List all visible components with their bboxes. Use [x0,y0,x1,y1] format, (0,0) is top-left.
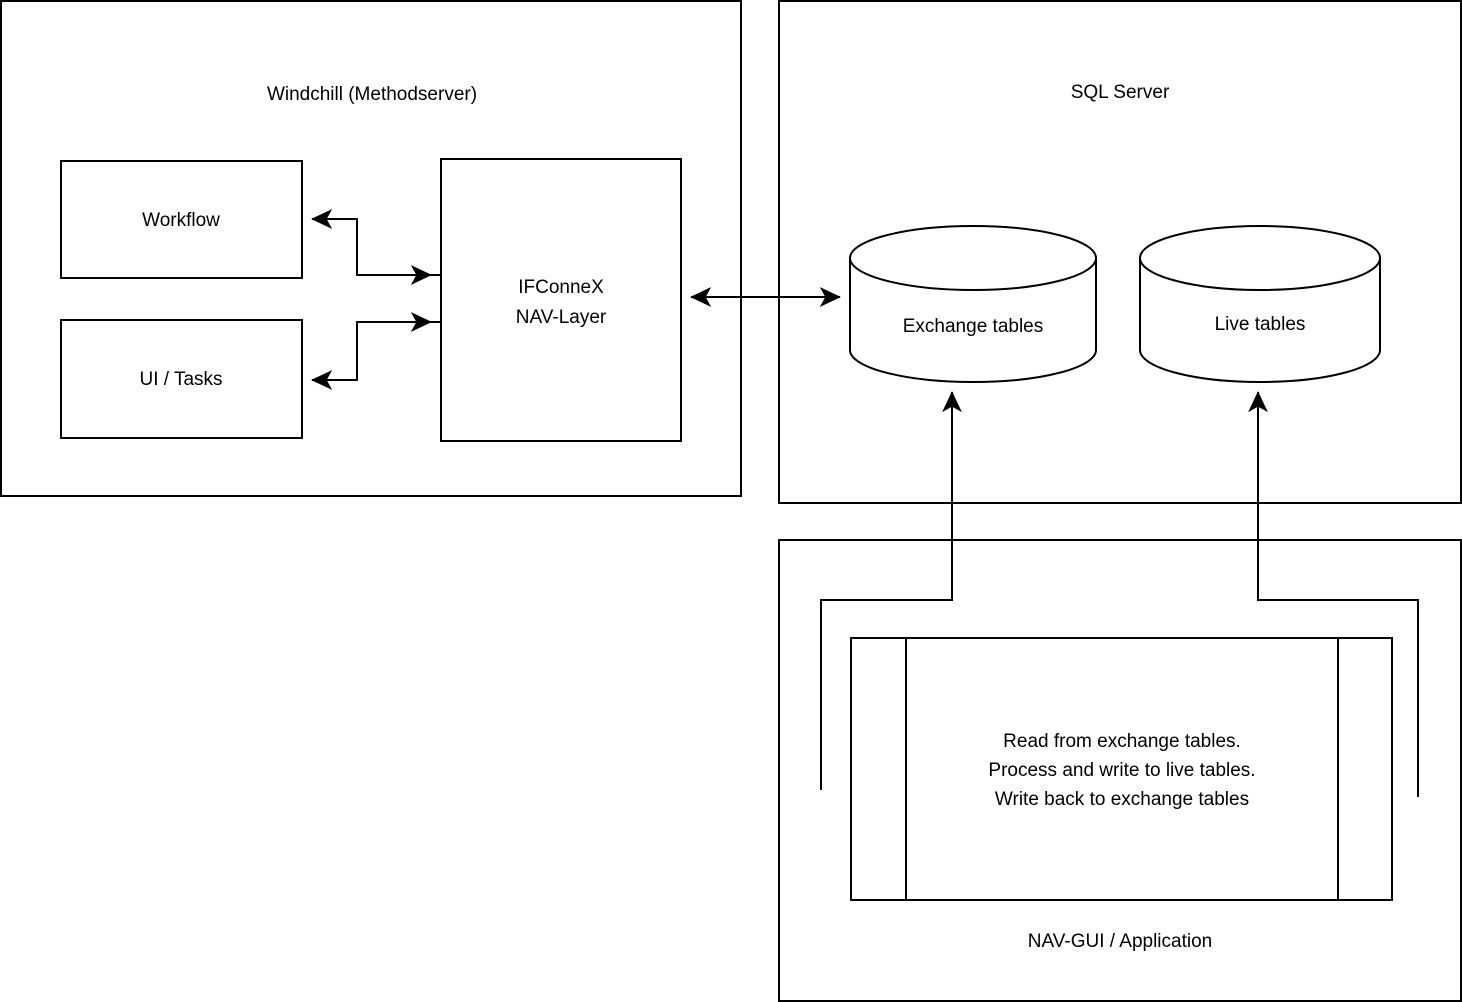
node-live-tables[interactable]: Live tables [1139,225,1381,383]
connector-ifconnex-to-ui-tasks [311,321,441,390]
node-ifconnex[interactable]: IFConneX NAV-Layer [440,158,682,442]
node-process-label-line2: Process and write to live tables. [988,760,1255,781]
panel-sql-server-title: SQL Server [1071,82,1170,103]
node-process-label-line3: Write back to exchange tables [995,789,1249,810]
node-workflow[interactable]: Workflow [60,160,303,279]
node-exchange-tables-body[interactable] [849,257,1097,383]
node-ifconnex-label-line1: IFConneX [518,277,604,298]
node-ifconnex-label-line2: NAV-Layer [516,307,607,328]
node-process[interactable]: Read from exchange tables. Process and w… [850,637,1393,901]
node-exchange-tables-label: Exchange tables [903,316,1044,337]
node-ui-tasks[interactable]: UI / Tasks [60,319,303,439]
node-live-tables-body[interactable] [1139,257,1381,383]
panel-windchill-title: Windchill (Methodserver) [267,84,477,105]
connector-process-to-live-tables [1248,391,1419,797]
node-exchange-tables[interactable]: Exchange tables [849,225,1097,383]
node-workflow-label: Workflow [142,210,220,231]
node-live-tables-top [1139,225,1381,291]
node-exchange-tables-top [849,225,1097,291]
node-live-tables-label: Live tables [1215,314,1306,335]
node-process-label-line1: Read from exchange tables. [1003,731,1241,752]
node-process-border[interactable] [850,637,1393,901]
node-workflow-border[interactable] [60,160,303,279]
panel-sql-server: SQL Server Exchange tables Live tables [778,0,1462,504]
panel-nav-gui: Read from exchange tables. Process and w… [778,539,1462,1002]
connector-process-to-exchange-tables [820,391,962,790]
node-ui-tasks-border[interactable] [60,319,303,439]
node-ui-tasks-label: UI / Tasks [139,369,222,390]
panel-windchill: Windchill (Methodserver) Workflow UI / T… [0,0,742,497]
node-ifconnex-border[interactable] [440,158,682,442]
panel-nav-gui-title: NAV-GUI / Application [1028,931,1212,952]
connector-workflow-to-ifconnex [356,219,432,285]
